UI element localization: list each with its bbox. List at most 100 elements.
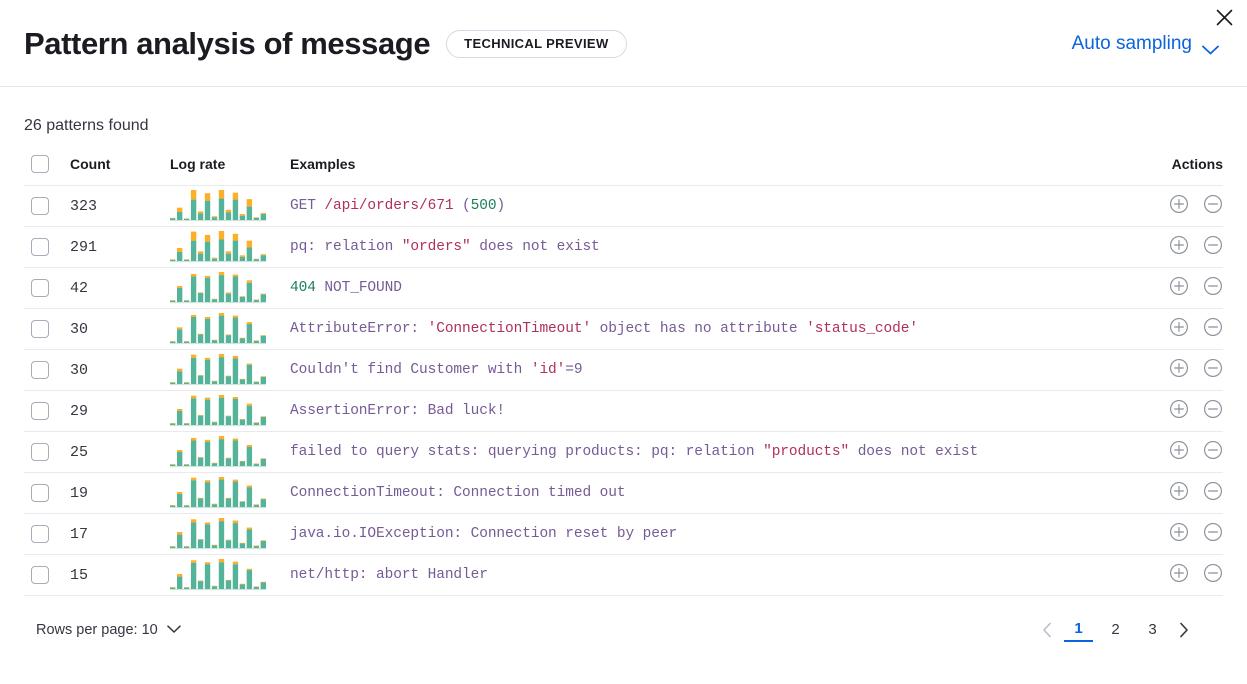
plus-circle-icon[interactable]	[1169, 317, 1189, 342]
minus-circle-icon[interactable]	[1203, 563, 1223, 588]
plus-circle-icon[interactable]	[1169, 194, 1189, 219]
row-checkbox[interactable]	[31, 402, 49, 420]
row-select-cell	[24, 554, 70, 596]
row-select-cell	[24, 390, 70, 432]
page-button-3[interactable]: 3	[1148, 621, 1157, 638]
minus-circle-icon[interactable]	[1203, 317, 1223, 342]
row-actions	[1103, 431, 1223, 473]
minus-circle-icon[interactable]	[1203, 235, 1223, 260]
pagination: 1 2 3	[1034, 615, 1197, 644]
row-checkbox[interactable]	[31, 443, 49, 461]
row-count: 25	[70, 431, 170, 473]
rows-per-page-selector[interactable]: Rows per page: 10	[36, 622, 181, 638]
example-token: 500	[470, 198, 497, 214]
minus-circle-icon[interactable]	[1203, 358, 1223, 383]
row-select-cell	[24, 513, 70, 555]
select-all-header	[24, 149, 70, 186]
row-count: 17	[70, 513, 170, 555]
table-row: 25 failed to query stats: querying produc…	[24, 431, 1223, 473]
example-token: "orders"	[401, 239, 471, 255]
plus-circle-icon[interactable]	[1169, 399, 1189, 424]
row-example: Couldn't find Customer with 'id'=9	[290, 349, 1103, 391]
dialog-body: 26 patterns found Count Log rate Example…	[0, 87, 1247, 644]
example-token: AssertionError: Bad luck!	[290, 403, 506, 419]
row-count: 19	[70, 472, 170, 514]
plus-circle-icon[interactable]	[1169, 522, 1189, 547]
row-checkbox[interactable]	[31, 238, 49, 256]
row-count: 30	[70, 349, 170, 391]
row-log-rate-sparkline	[170, 267, 290, 309]
example-token: )	[496, 198, 506, 214]
row-count: 291	[70, 226, 170, 268]
row-log-rate-sparkline	[170, 513, 290, 555]
example-token: GET	[290, 198, 325, 214]
minus-circle-icon[interactable]	[1203, 440, 1223, 465]
select-all-checkbox[interactable]	[31, 155, 49, 173]
row-count: 323	[70, 185, 170, 227]
example-token: does not exist	[849, 444, 979, 460]
row-checkbox[interactable]	[31, 361, 49, 379]
row-example: AttributeError: 'ConnectionTimeout' obje…	[290, 308, 1103, 350]
minus-circle-icon[interactable]	[1203, 522, 1223, 547]
example-token: 'status_code'	[806, 321, 918, 337]
row-checkbox[interactable]	[31, 525, 49, 543]
plus-circle-icon[interactable]	[1169, 235, 1189, 260]
minus-circle-icon[interactable]	[1203, 399, 1223, 424]
row-example: java.io.IOException: Connection reset by…	[290, 513, 1103, 555]
chevron-down-icon	[1202, 39, 1219, 54]
example-token: failed to query stats: querying products…	[290, 444, 764, 460]
row-checkbox[interactable]	[31, 566, 49, 584]
row-example: AssertionError: Bad luck!	[290, 390, 1103, 432]
patterns-found-count: 26 patterns found	[24, 117, 149, 134]
table-row: 17 java.io.IOException: Connection reset …	[24, 513, 1223, 555]
row-example: net/http: abort Handler	[290, 554, 1103, 596]
column-header-count: Count	[70, 149, 170, 186]
dialog-header: Pattern analysis of message TECHNICAL PR…	[0, 0, 1247, 87]
example-token: "products"	[763, 444, 850, 460]
auto-sampling-dropdown[interactable]: Auto sampling	[1072, 33, 1223, 55]
row-count: 42	[70, 267, 170, 309]
row-select-cell	[24, 472, 70, 514]
minus-circle-icon[interactable]	[1203, 481, 1223, 506]
rows-per-page-label: Rows per page: 10	[36, 621, 158, 638]
plus-circle-icon[interactable]	[1169, 563, 1189, 588]
row-actions	[1103, 267, 1223, 309]
minus-circle-icon[interactable]	[1203, 276, 1223, 301]
chevron-down-icon	[166, 622, 181, 638]
row-checkbox[interactable]	[31, 197, 49, 215]
row-checkbox[interactable]	[31, 484, 49, 502]
row-example: failed to query stats: querying products…	[290, 431, 1103, 473]
row-checkbox[interactable]	[31, 320, 49, 338]
row-select-cell	[24, 349, 70, 391]
plus-circle-icon[interactable]	[1169, 276, 1189, 301]
chevron-right-icon[interactable]	[1171, 617, 1197, 643]
minus-circle-icon[interactable]	[1203, 194, 1223, 219]
row-example: pq: relation "orders" does not exist	[290, 226, 1103, 268]
example-token: pq: relation	[290, 239, 402, 255]
row-actions	[1103, 472, 1223, 514]
row-example: ConnectionTimeout: Connection timed out	[290, 472, 1103, 514]
row-log-rate-sparkline	[170, 308, 290, 350]
row-actions	[1103, 185, 1223, 227]
example-token: object has no attribute	[591, 321, 807, 337]
row-select-cell	[24, 185, 70, 227]
plus-circle-icon[interactable]	[1169, 358, 1189, 383]
row-actions	[1103, 513, 1223, 555]
row-log-rate-sparkline	[170, 185, 290, 227]
plus-circle-icon[interactable]	[1169, 440, 1189, 465]
page-button-1[interactable]: 1	[1064, 618, 1093, 642]
page-button-2[interactable]: 2	[1111, 621, 1120, 638]
close-icon[interactable]	[1209, 2, 1239, 32]
row-log-rate-sparkline	[170, 431, 290, 473]
example-token: /api/orders/671	[324, 198, 454, 214]
plus-circle-icon[interactable]	[1169, 481, 1189, 506]
row-checkbox[interactable]	[31, 279, 49, 297]
row-actions	[1103, 226, 1223, 268]
row-log-rate-sparkline	[170, 390, 290, 432]
row-select-cell	[24, 308, 70, 350]
chevron-left-icon[interactable]	[1034, 617, 1060, 643]
